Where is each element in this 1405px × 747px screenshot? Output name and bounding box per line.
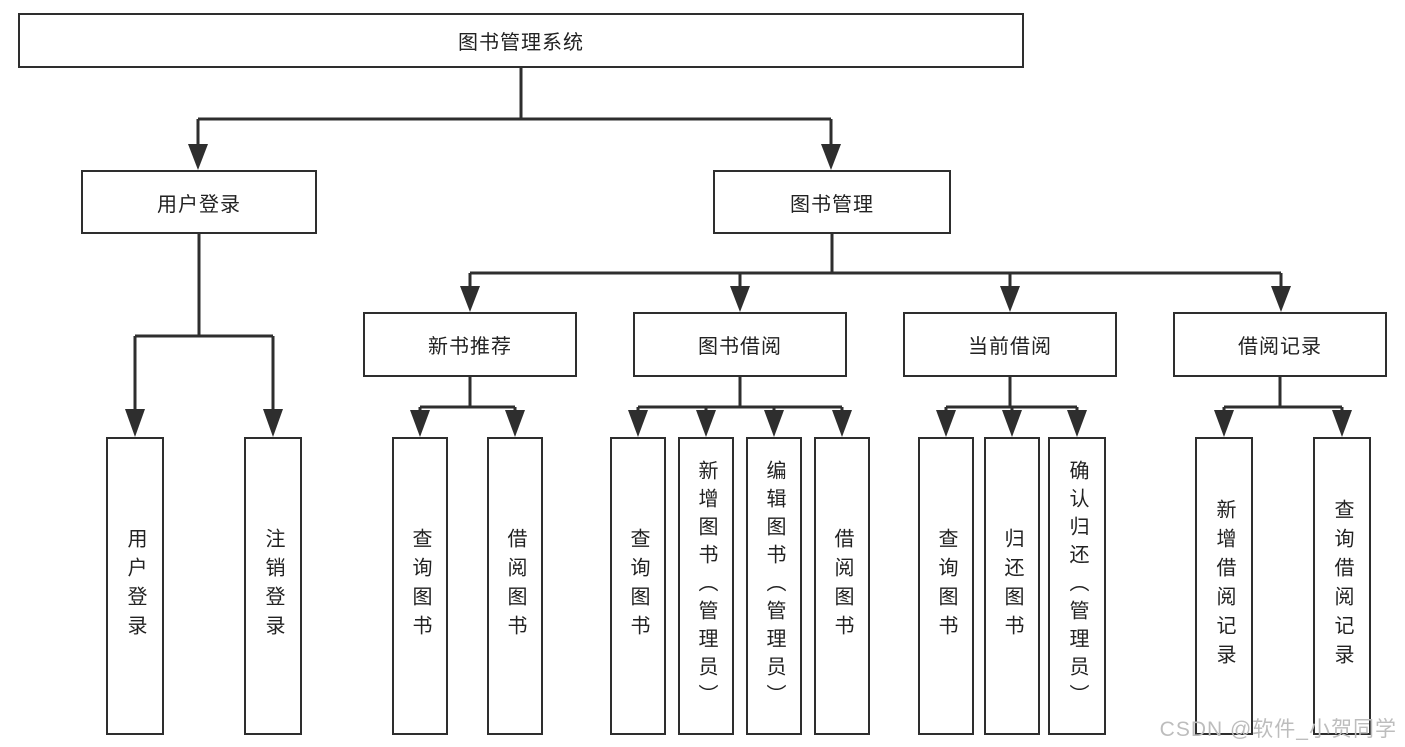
node-label: 图书管理系统 [458, 32, 584, 54]
leaf-current-return-books: 归还图书 [984, 437, 1040, 735]
node-current-borrow: 当前借阅 [903, 312, 1117, 377]
leaf-current-confirm-return-admin: 确认归还（管理员） [1048, 437, 1106, 735]
edge-new-book-to-leaves [410, 377, 525, 437]
arrowhead-icon [1271, 286, 1291, 312]
arrowhead-icon [696, 410, 716, 437]
arrowhead-icon [936, 410, 956, 437]
leaf-newbook-query-books: 查询图书 [392, 437, 448, 735]
arrowhead-icon [832, 410, 852, 437]
leaf-label: 确认归还（管理员） [1066, 460, 1088, 712]
leaf-label: 查询借阅记录 [1331, 499, 1353, 673]
leaf-user-login: 用户登录 [106, 437, 164, 735]
arrowhead-icon [460, 286, 480, 312]
leaf-borrow-add-books-admin: 新增图书（管理员） [678, 437, 734, 735]
node-book-manage: 图书管理 [713, 170, 951, 234]
leaf-label: 编辑图书（管理员） [763, 460, 785, 712]
arrowhead-icon [263, 409, 283, 437]
node-label: 图书管理 [790, 193, 874, 216]
leaf-borrow-query-books: 查询图书 [610, 437, 666, 735]
node-label: 新书推荐 [428, 336, 512, 358]
arrowhead-icon [764, 410, 784, 437]
leaf-label: 注销登录 [262, 528, 284, 644]
arrowhead-icon [1067, 410, 1087, 437]
arrowhead-icon [410, 410, 430, 437]
arrowhead-icon [125, 409, 145, 437]
leaf-label: 查询图书 [627, 528, 649, 644]
watermark: CSDN @软件_小贺同学 [1159, 718, 1397, 741]
arrowhead-icon [1002, 410, 1022, 437]
arrowhead-icon [628, 410, 648, 437]
leaf-label: 新增借阅记录 [1213, 499, 1235, 673]
edge-borrow-records-to-leaves [1214, 377, 1352, 437]
leaf-label: 用户登录 [124, 528, 146, 644]
node-label: 当前借阅 [968, 336, 1052, 358]
node-label: 用户登录 [157, 193, 241, 216]
arrowhead-icon [505, 410, 525, 437]
arrowhead-icon [821, 144, 841, 170]
leaf-borrow-edit-books-admin: 编辑图书（管理员） [746, 437, 802, 735]
node-label: 借阅记录 [1238, 336, 1322, 358]
edge-user-login-to-leaves [125, 234, 283, 437]
leaf-records-add-record: 新增借阅记录 [1195, 437, 1253, 735]
node-new-book-recommend: 新书推荐 [363, 312, 577, 377]
arrowhead-icon [730, 286, 750, 312]
leaf-borrow-borrow-books: 借阅图书 [814, 437, 870, 735]
node-borrow-records: 借阅记录 [1173, 312, 1387, 377]
leaf-label: 查询图书 [409, 528, 431, 644]
leaf-records-query-record: 查询借阅记录 [1313, 437, 1371, 735]
arrowhead-icon [188, 144, 208, 170]
leaf-label: 查询图书 [935, 528, 957, 644]
arrowhead-icon [1214, 410, 1234, 437]
node-user-login: 用户登录 [81, 170, 317, 234]
leaf-label: 归还图书 [1001, 528, 1023, 644]
node-label: 图书借阅 [698, 336, 782, 358]
leaf-label: 借阅图书 [831, 528, 853, 644]
edge-current-borrow-to-leaves [936, 377, 1087, 437]
edge-book-manage-to-level3 [460, 234, 1291, 312]
node-book-borrow: 图书借阅 [633, 312, 847, 377]
leaf-current-query-books: 查询图书 [918, 437, 974, 735]
arrowhead-icon [1000, 286, 1020, 312]
edge-root-to-level2 [188, 68, 841, 170]
node-root-system: 图书管理系统 [18, 13, 1024, 68]
arrowhead-icon [1332, 410, 1352, 437]
leaf-label: 借阅图书 [504, 528, 526, 644]
leaf-logout: 注销登录 [244, 437, 302, 735]
leaf-newbook-borrow-books: 借阅图书 [487, 437, 543, 735]
edge-book-borrow-to-leaves [628, 377, 852, 437]
leaf-label: 新增图书（管理员） [695, 460, 717, 712]
